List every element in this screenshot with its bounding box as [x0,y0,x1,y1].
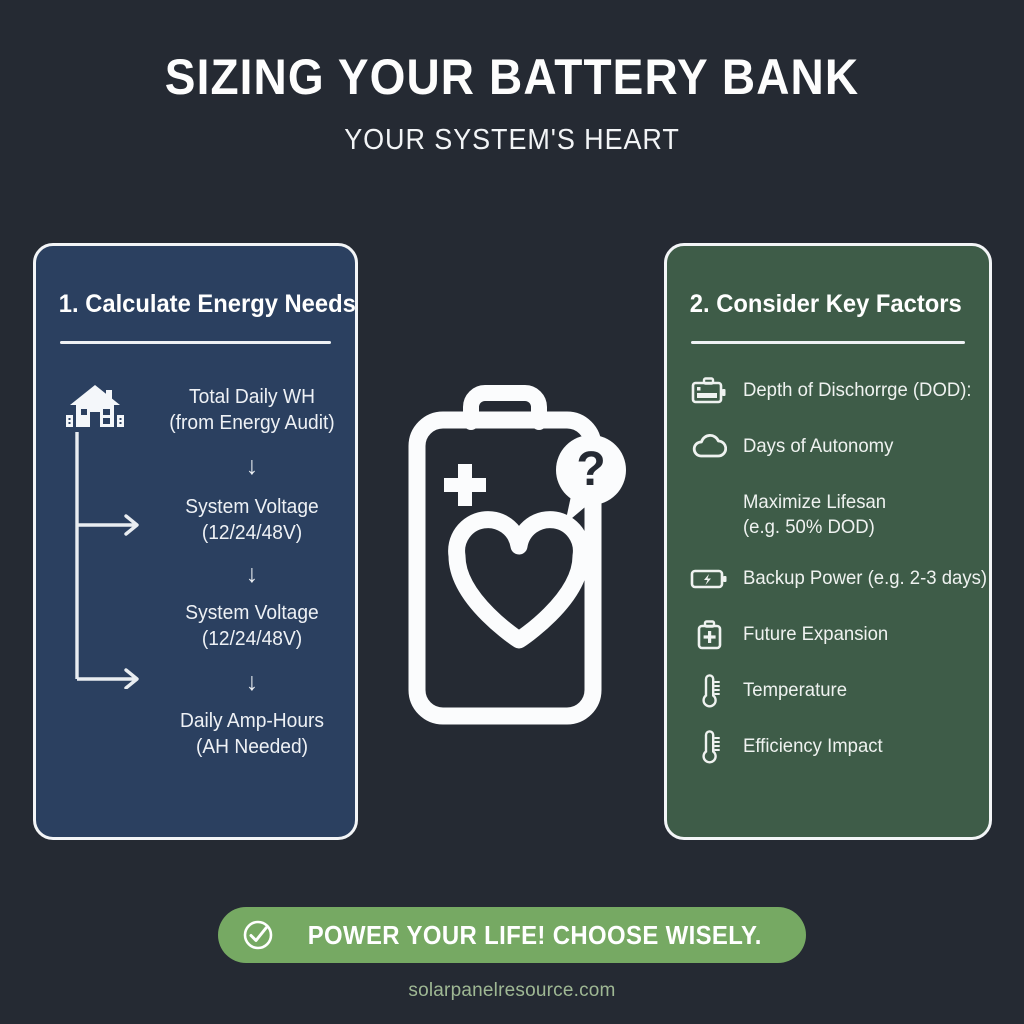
thermometer-icon [689,674,729,708]
question-bubble-icon: ? [556,435,626,524]
panel-calculate-energy-needs: 1. Calculate Energy Needs [33,243,358,840]
list-item-label: Temperature [743,678,847,701]
flow-step-3-line1: System Voltage [185,602,319,624]
spacer-icon [689,486,729,520]
page-title: SIZING YOUR BATTERY BANK [164,49,860,105]
flow-step-2: System Voltage (12/24/48V) [150,494,354,547]
cta-label: POWER YOUR LIFE! CHOOSE WISELY. [308,919,762,950]
svg-text:?: ? [576,443,605,496]
flow-step-3-line2: (12/24/48V) [201,628,303,651]
list-item: Backup Power (e.g. 2-3 days) [689,562,987,596]
list-item-label: Depth of Dischorrge (DOD): [743,379,972,401]
right-panel-divider [691,341,965,344]
battery-bolt-icon [689,562,729,596]
left-panel-divider [60,341,331,344]
list-item: Temperature [689,674,973,708]
battery-plus-icon [689,618,729,652]
left-panel-heading: 1. Calculate Energy Needs [58,290,356,318]
list-item: Efficiency Impact [689,730,973,764]
thermometer-icon [689,730,729,764]
battery-level-icon [689,374,729,408]
list-item-label: Backup Power (e.g. 2-3 days) [743,566,988,589]
flow-step-4-line2: (AH Needed) [195,736,309,759]
flow-step-1: Total Daily WH (from Energy Audit) [150,384,354,437]
key-factors-list: Depth of Dischorrge (DOD): Days of Auton… [667,374,989,764]
right-panel-heading: 2. Consider Key Factors [689,290,962,318]
flow-arrow-1: ↓ [245,452,259,480]
cta-banner[interactable]: POWER YOUR LIFE! CHOOSE WISELY. [218,907,806,963]
flow-step-2-line1: System Voltage [185,496,319,518]
house-icon [66,385,124,427]
list-item-label: Days of Autonomy [743,435,894,457]
flow-step-1-line2: (from Energy Audit) [169,412,335,435]
list-item-label: Maximize Lifesan (e.g. 50% DOD) [743,491,887,538]
flow-step-4: Daily Amp-Hours (AH Needed) [150,708,354,761]
list-item-label: Future Expansion [743,622,889,645]
check-circle-icon [243,920,273,950]
list-item: Maximize Lifesan (e.g. 50% DOD) [689,486,973,540]
website-url: solarpanelresource.com [408,980,616,1001]
header: SIZING YOUR BATTERY BANK YOUR SYSTEM'S H… [0,0,1024,157]
list-item-label: Efficiency Impact [743,734,883,757]
flow-step-4-line1: Daily Amp-Hours [179,710,325,732]
page-subtitle: YOUR SYSTEM'S HEART [344,124,680,156]
battery-heart-question-icon: ? [408,385,626,725]
list-item: Depth of Dischorrge (DOD): [689,374,973,408]
cloud-icon [689,430,729,464]
list-item: Future Expansion [689,618,973,652]
flow-arrow-2: ↓ [245,560,259,588]
flow-step-1-line1: Total Daily WH [189,386,315,408]
flow-bracket [75,432,139,689]
flow-step-2-line2: (12/24/48V) [201,522,303,545]
panel-key-factors: 2. Consider Key Factors Depth of Dischor… [664,243,992,840]
flow-step-3: System Voltage (12/24/48V) [150,600,354,653]
energy-flow-diagram: Total Daily WH (from Energy Audit) ↓ Sys… [36,370,355,840]
list-item: Days of Autonomy [689,430,973,464]
flow-arrow-3: ↓ [245,668,259,696]
